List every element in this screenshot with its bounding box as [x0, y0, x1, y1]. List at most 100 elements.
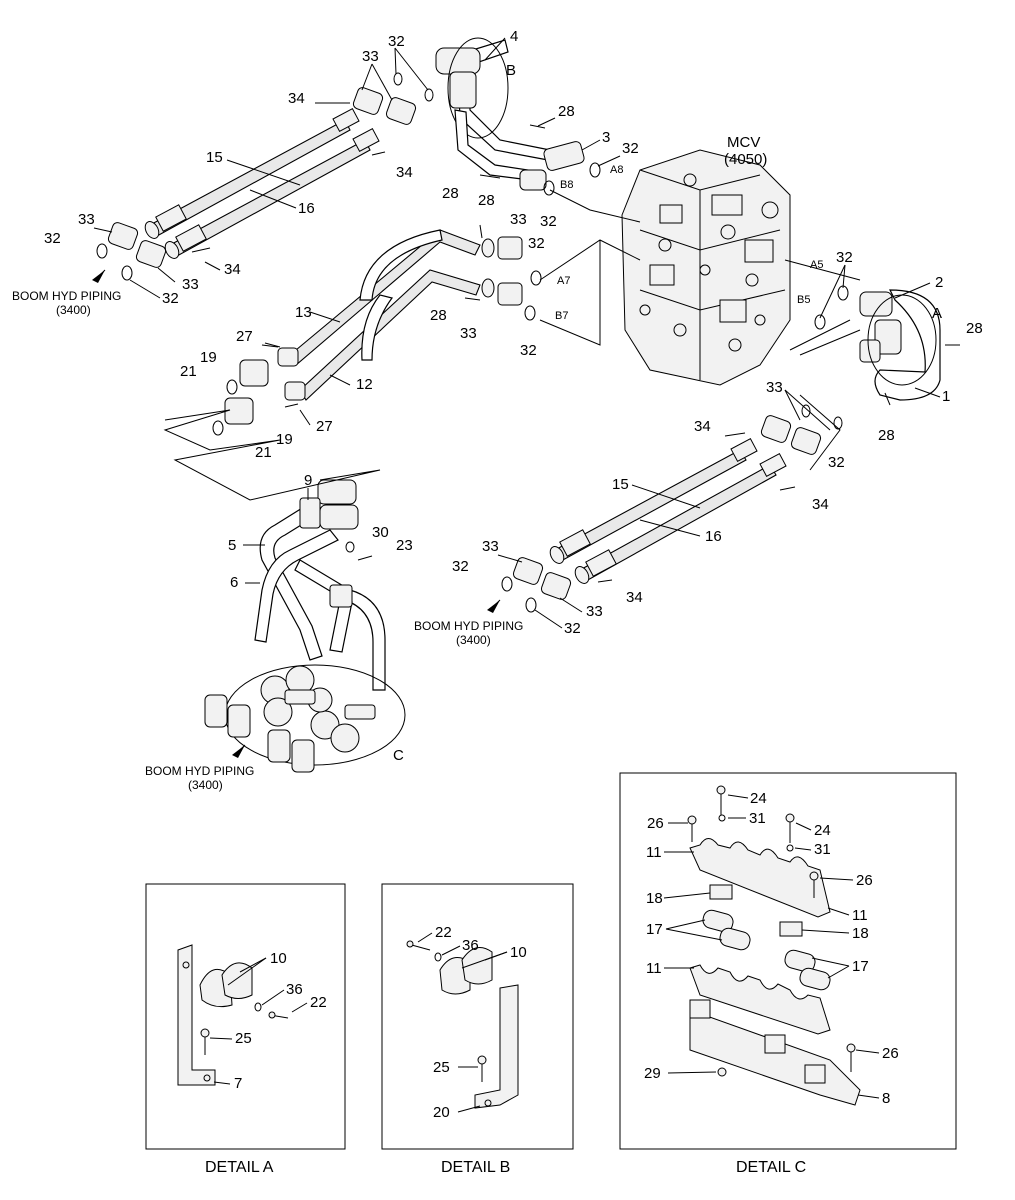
- hose-15-upper: [144, 107, 360, 239]
- detail-c-callout-8: 8: [882, 1090, 890, 1107]
- detail-c-callout-11: 11: [852, 907, 868, 924]
- flanges-mid: [212, 224, 542, 436]
- detail-b-callout-10: 10: [510, 944, 527, 961]
- callout-C: C: [393, 747, 404, 764]
- detail-c-callout-17: 17: [646, 921, 663, 938]
- callout-B: B: [506, 62, 516, 79]
- detail-a-callout-7: 7: [234, 1075, 242, 1092]
- callout-32: 32: [388, 33, 405, 50]
- port-label-B7: B7: [555, 310, 568, 322]
- callout-2: 2: [935, 274, 943, 291]
- callout-16: 16: [705, 528, 722, 545]
- detail-c-callout-26: 26: [647, 815, 664, 832]
- detail-a-caption: DETAIL A: [205, 1159, 274, 1176]
- callout-32: 32: [162, 290, 179, 307]
- pipe-3: [454, 109, 601, 196]
- hose-15-lower: [549, 437, 758, 564]
- callout-28: 28: [966, 320, 983, 337]
- callout-28: 28: [478, 192, 495, 209]
- callout-33: 33: [586, 603, 603, 620]
- mcv-code: (4050): [724, 151, 767, 168]
- callout-30: 30: [372, 524, 389, 541]
- callout-33: 33: [766, 379, 783, 396]
- callout-15: 15: [612, 476, 629, 493]
- callout-4: 4: [510, 28, 518, 45]
- boom-note-1: BOOM HYD PIPING: [12, 289, 121, 303]
- callout-6: 6: [230, 574, 238, 591]
- boom-piping-notes: BOOM HYD PIPING (3400) BOOM HYD PIPING (…: [12, 269, 523, 792]
- port-label-B8: B8: [560, 179, 573, 191]
- callout-21: 21: [180, 363, 197, 380]
- detail-c-callout-24: 24: [814, 822, 831, 839]
- callout-34: 34: [626, 589, 643, 606]
- boom-note-3-code: (3400): [188, 778, 223, 792]
- detail-a-callout-36: 36: [286, 981, 303, 998]
- callout-3: 3: [602, 129, 610, 146]
- callout-32: 32: [452, 558, 469, 575]
- detail-c-callout-26: 26: [882, 1045, 899, 1062]
- detail-b-callout-20: 20: [433, 1104, 450, 1121]
- callout-33: 33: [510, 211, 527, 228]
- callout-13: 13: [295, 304, 312, 321]
- callout-32: 32: [528, 235, 545, 252]
- detail-c-callout-11: 11: [646, 844, 662, 861]
- boom-note-2: BOOM HYD PIPING: [414, 619, 523, 633]
- detail-c-callout-17: 17: [852, 958, 869, 975]
- port-label-A7: A7: [557, 275, 570, 287]
- callout-28: 28: [442, 185, 459, 202]
- flanges-upper-left: [96, 72, 434, 281]
- callout-33: 33: [78, 211, 95, 228]
- callout-23: 23: [396, 537, 413, 554]
- detail-a-callout-22: 22: [310, 994, 327, 1011]
- detail-c-callout-29: 29: [644, 1065, 661, 1082]
- callout-33: 33: [482, 538, 499, 555]
- detail-b-callout-25: 25: [433, 1059, 450, 1076]
- detail-a-callout-10: 10: [270, 950, 287, 967]
- detail-c-caption: DETAIL C: [736, 1159, 806, 1176]
- callout-34: 34: [812, 496, 829, 513]
- detail-c: 24 26 31 24 11 31 26 18 11 17 18 11 17 2…: [619, 772, 957, 1176]
- callout-32: 32: [44, 230, 61, 247]
- detail-a: 10 36 22 25 7 DETAIL A: [145, 883, 346, 1176]
- callout-28: 28: [430, 307, 447, 324]
- callout-33: 33: [460, 325, 477, 342]
- detail-b-callout-36: 36: [462, 937, 479, 954]
- callout-leaders: [93, 37, 941, 629]
- detail-c-callout-31: 31: [814, 841, 831, 858]
- pipe-1-2: [799, 285, 960, 406]
- callout-9: 9: [304, 472, 312, 489]
- port-label-A5: A5: [810, 259, 823, 271]
- port-label-B5: B5: [797, 294, 810, 306]
- callout-19: 19: [200, 349, 217, 366]
- callout-33: 33: [182, 276, 199, 293]
- hose-16-upper: [164, 127, 380, 259]
- detail-a-callout-25: 25: [235, 1030, 252, 1047]
- callout-34: 34: [288, 90, 305, 107]
- port-label-A8: A8: [610, 164, 623, 176]
- callouts-main: 32 4 B 33 34 28 3 32 A8 MCV (4050) 34 28…: [44, 28, 983, 764]
- detail-b-callout-22: 22: [435, 924, 452, 941]
- hose-16-lower: [574, 452, 787, 584]
- boom-note-1-code: (3400): [56, 303, 91, 317]
- callout-28: 28: [558, 103, 575, 120]
- callout-32: 32: [828, 454, 845, 471]
- callout-34: 34: [396, 164, 413, 181]
- mcv-label: MCV: [727, 134, 760, 151]
- detail-c-callout-18: 18: [646, 890, 663, 907]
- flanges-lower-right: [501, 394, 843, 613]
- hose-13: [277, 229, 495, 367]
- callout-27: 27: [316, 418, 333, 435]
- detail-c-callout-24: 24: [750, 790, 767, 807]
- callout-16: 16: [298, 200, 315, 217]
- callout-12: 12: [356, 376, 373, 393]
- hose-12: [284, 269, 495, 401]
- port-leaders: [539, 189, 861, 351]
- callout-15: 15: [206, 149, 223, 166]
- callout-32: 32: [540, 213, 557, 230]
- callout-A: A: [932, 305, 942, 322]
- callout-5: 5: [228, 537, 236, 554]
- callout-32: 32: [622, 140, 639, 157]
- detail-c-callout-31: 31: [749, 810, 766, 827]
- detail-c-callout-26: 26: [856, 872, 873, 889]
